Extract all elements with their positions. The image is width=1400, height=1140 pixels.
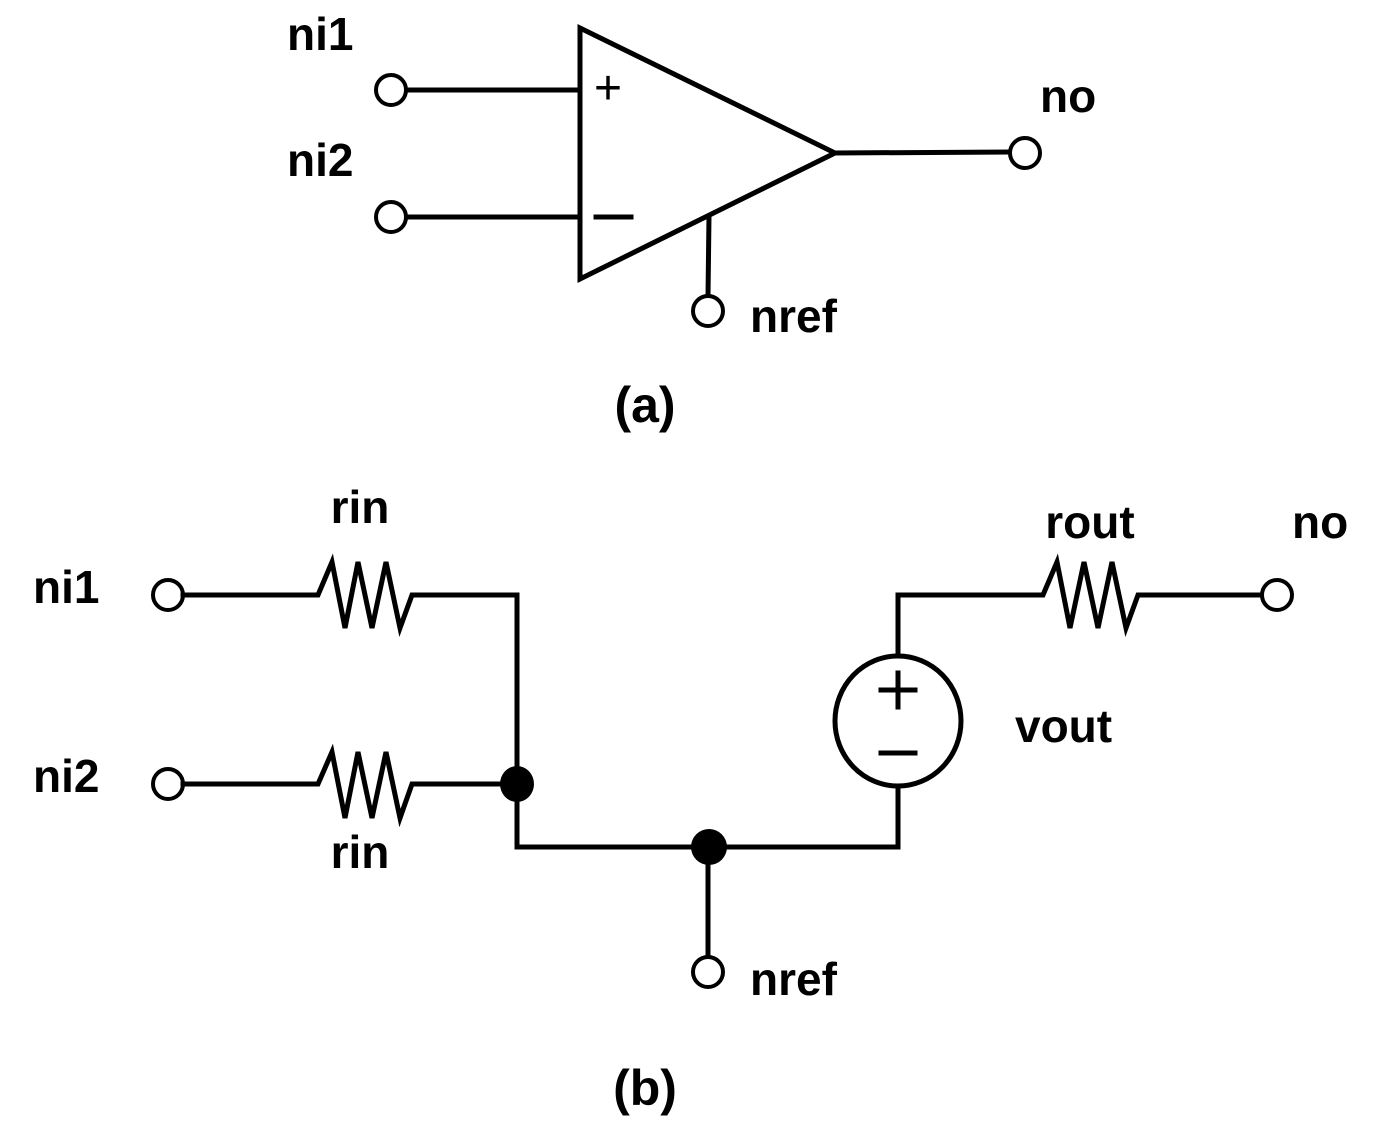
terminal-no-b[interactable] xyxy=(1260,578,1294,612)
opamp-plus-sign: + xyxy=(594,62,622,115)
terminal-nref-b[interactable] xyxy=(691,955,725,989)
terminal-no-a[interactable] xyxy=(1008,136,1042,170)
panel-a: + ni1 ni2 no nref (a) xyxy=(287,8,1096,433)
terminal-ni2-b[interactable] xyxy=(151,767,185,801)
wire-no-a xyxy=(832,149,1013,156)
label-nref-a: nref xyxy=(750,290,838,342)
label-nref-b: nref xyxy=(750,953,838,1005)
label-ni1-b: ni1 xyxy=(33,561,99,613)
panel-b: ni1 ni2 rin rin rout no vout nref (b) xyxy=(33,481,1348,1116)
junction-dot-ref xyxy=(691,829,727,865)
label-rout: rout xyxy=(1045,496,1134,548)
resistor-rin-top xyxy=(302,553,520,788)
resistor-rin-bottom xyxy=(302,743,520,828)
caption-b: (b) xyxy=(613,1060,677,1116)
label-ni1-a: ni1 xyxy=(287,8,353,60)
wire-nref-a xyxy=(705,213,712,299)
terminal-nref-a[interactable] xyxy=(691,294,725,328)
label-ni2-a: ni2 xyxy=(287,134,353,186)
label-vout: vout xyxy=(1015,700,1112,752)
junction-dot-inputs xyxy=(500,766,534,802)
label-ni2-b: ni2 xyxy=(33,750,99,802)
label-rin-top: rin xyxy=(331,481,390,533)
label-no-a: no xyxy=(1040,70,1096,122)
terminal-ni1-a[interactable] xyxy=(374,73,408,107)
wire-vout-top xyxy=(895,592,1033,659)
terminal-ni1-b[interactable] xyxy=(151,578,185,612)
label-no-b: no xyxy=(1292,496,1348,548)
label-rin-bottom: rin xyxy=(331,826,390,878)
terminal-ni2-a[interactable] xyxy=(374,200,408,234)
caption-a: (a) xyxy=(614,377,675,433)
resistor-rout xyxy=(1027,553,1265,638)
